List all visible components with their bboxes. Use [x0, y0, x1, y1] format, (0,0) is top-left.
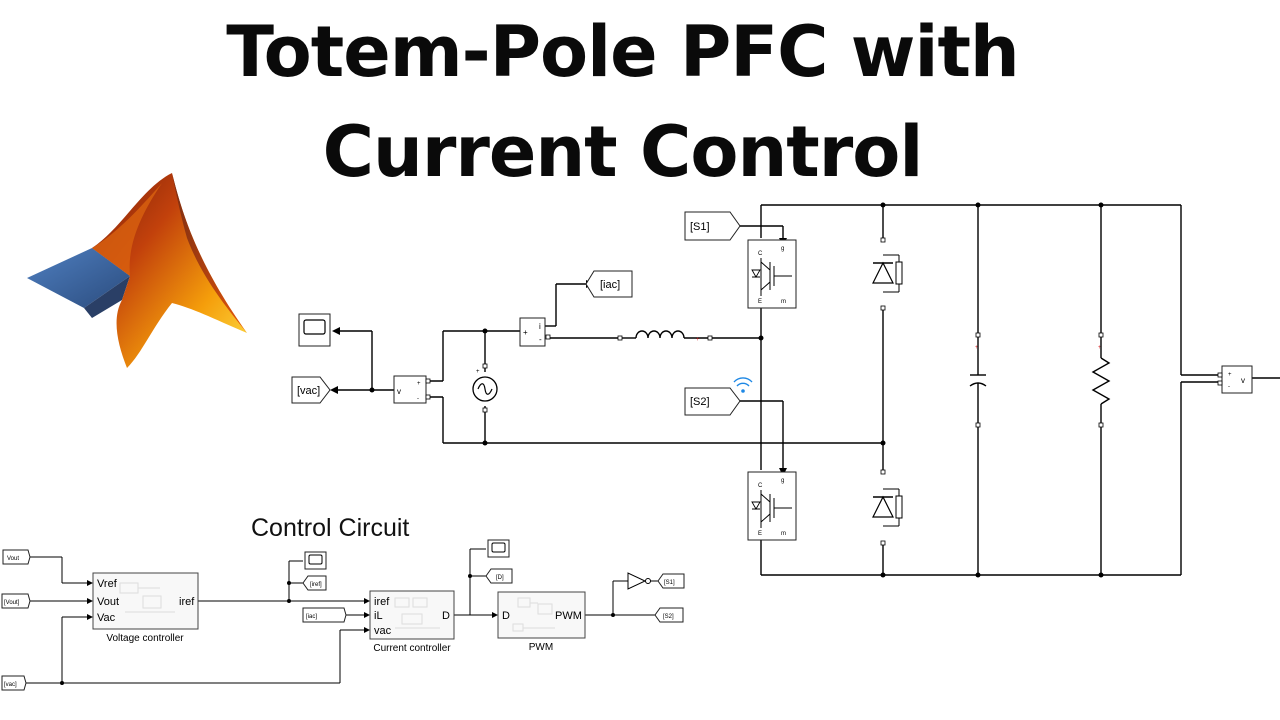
- vout-bracket-from-tag[interactable]: [Vout]: [1, 593, 31, 609]
- vac-from-tag[interactable]: [vac]: [1, 675, 27, 691]
- dc-link-capacitor[interactable]: +: [969, 332, 987, 428]
- svg-text:g: g: [781, 246, 784, 252]
- load-resistor[interactable]: +: [1091, 332, 1111, 428]
- svg-text:[vac]: [vac]: [4, 682, 17, 688]
- inductor[interactable]: +: [617, 330, 713, 343]
- igbt-s1[interactable]: C g E m: [747, 239, 797, 309]
- voltage-controller-block[interactable]: Vref Vout Vac iref Voltage controller: [92, 572, 199, 644]
- s2-from-tag[interactable]: [S2]: [684, 387, 741, 416]
- d-scope[interactable]: [487, 539, 510, 558]
- svg-text:D: D: [502, 610, 510, 622]
- vac-goto-tag[interactable]: [vac]: [291, 376, 331, 404]
- current-sensor-block[interactable]: + i -: [519, 317, 551, 347]
- output-voltage-sensor-block[interactable]: + - v: [1217, 365, 1253, 394]
- svg-text:[iref]: [iref]: [310, 582, 322, 588]
- svg-text:Voltage controller: Voltage controller: [106, 633, 184, 644]
- not-gate[interactable]: [627, 572, 651, 590]
- svg-text:vac: vac: [374, 625, 392, 637]
- svg-text:Vout: Vout: [7, 556, 19, 562]
- svg-text:m: m: [781, 299, 786, 305]
- svg-text:iref: iref: [179, 596, 195, 608]
- svg-text:D: D: [442, 610, 450, 622]
- igbt-s2[interactable]: C g E m: [747, 471, 797, 541]
- control-circuit-title: Control Circuit: [251, 514, 409, 542]
- svg-text:+: +: [975, 345, 979, 351]
- ac-voltage-source[interactable]: +: [472, 363, 498, 413]
- svg-text:[iac]: [iac]: [306, 614, 317, 620]
- svg-text:+: +: [523, 328, 528, 337]
- svg-text:m: m: [781, 531, 786, 537]
- svg-text:Vac: Vac: [97, 612, 116, 624]
- svg-text:iL: iL: [374, 610, 383, 622]
- svg-text:C: C: [758, 483, 763, 489]
- svg-text:v: v: [1241, 376, 1245, 385]
- input-voltage-sensor-block[interactable]: v + -: [393, 375, 431, 404]
- svg-text:[vac]: [vac]: [297, 385, 320, 397]
- svg-text:Vout: Vout: [97, 596, 119, 608]
- svg-text:E: E: [758, 531, 762, 537]
- s1-from-tag[interactable]: [S1]: [684, 211, 741, 241]
- svg-text:E: E: [758, 299, 762, 305]
- vout-from-tag[interactable]: Vout: [2, 549, 31, 565]
- iac-from-tag-control[interactable]: [iac]: [302, 607, 347, 623]
- matlab-logo-icon: [27, 173, 247, 368]
- svg-text:+: +: [476, 369, 480, 375]
- vac-scope[interactable]: [298, 313, 331, 347]
- d-goto-tag[interactable]: [D]: [485, 568, 513, 584]
- svg-text:iref: iref: [374, 596, 390, 608]
- svg-text:g: g: [781, 478, 784, 484]
- svg-text:[S2]: [S2]: [690, 396, 710, 408]
- svg-text:+: +: [1098, 345, 1102, 351]
- svg-text:[Vout]: [Vout]: [4, 600, 20, 606]
- svg-text:i: i: [539, 322, 541, 331]
- diode-bottom[interactable]: [872, 469, 903, 546]
- svg-text:Current controller: Current controller: [373, 643, 451, 654]
- diode-top[interactable]: [872, 237, 903, 311]
- s1-goto-tag[interactable]: [S1]: [657, 573, 685, 589]
- signal-icon: [733, 377, 753, 393]
- title-line-1: Totem-Pole PFC with: [226, 11, 1020, 93]
- current-controller-block[interactable]: iref iL vac D Current controller: [369, 590, 455, 654]
- svg-text:Vref: Vref: [97, 578, 118, 590]
- svg-text:+: +: [696, 337, 700, 343]
- iref-scope[interactable]: [304, 551, 327, 570]
- iac-goto-tag[interactable]: [iac]: [585, 270, 633, 298]
- svg-text:[D]: [D]: [496, 575, 504, 581]
- svg-text:PWM: PWM: [555, 610, 582, 622]
- svg-text:PWM: PWM: [529, 642, 553, 653]
- svg-text:-: -: [539, 335, 542, 344]
- s2-goto-tag[interactable]: [S2]: [654, 607, 684, 623]
- title-line-2: Current Control: [322, 111, 924, 193]
- pwm-block[interactable]: D PWM PWM: [497, 591, 586, 653]
- svg-text:+: +: [417, 381, 421, 387]
- svg-text:-: -: [1228, 384, 1230, 390]
- svg-text:[iac]: [iac]: [600, 279, 620, 291]
- svg-text:[S2]: [S2]: [663, 614, 674, 620]
- iref-goto-tag[interactable]: [iref]: [302, 575, 327, 591]
- svg-text:[S1]: [S1]: [664, 580, 675, 586]
- svg-text:-: -: [417, 396, 419, 402]
- svg-text:v: v: [397, 387, 401, 396]
- svg-text:[S1]: [S1]: [690, 221, 710, 233]
- svg-text:+: +: [1228, 372, 1232, 378]
- svg-text:C: C: [758, 251, 763, 257]
